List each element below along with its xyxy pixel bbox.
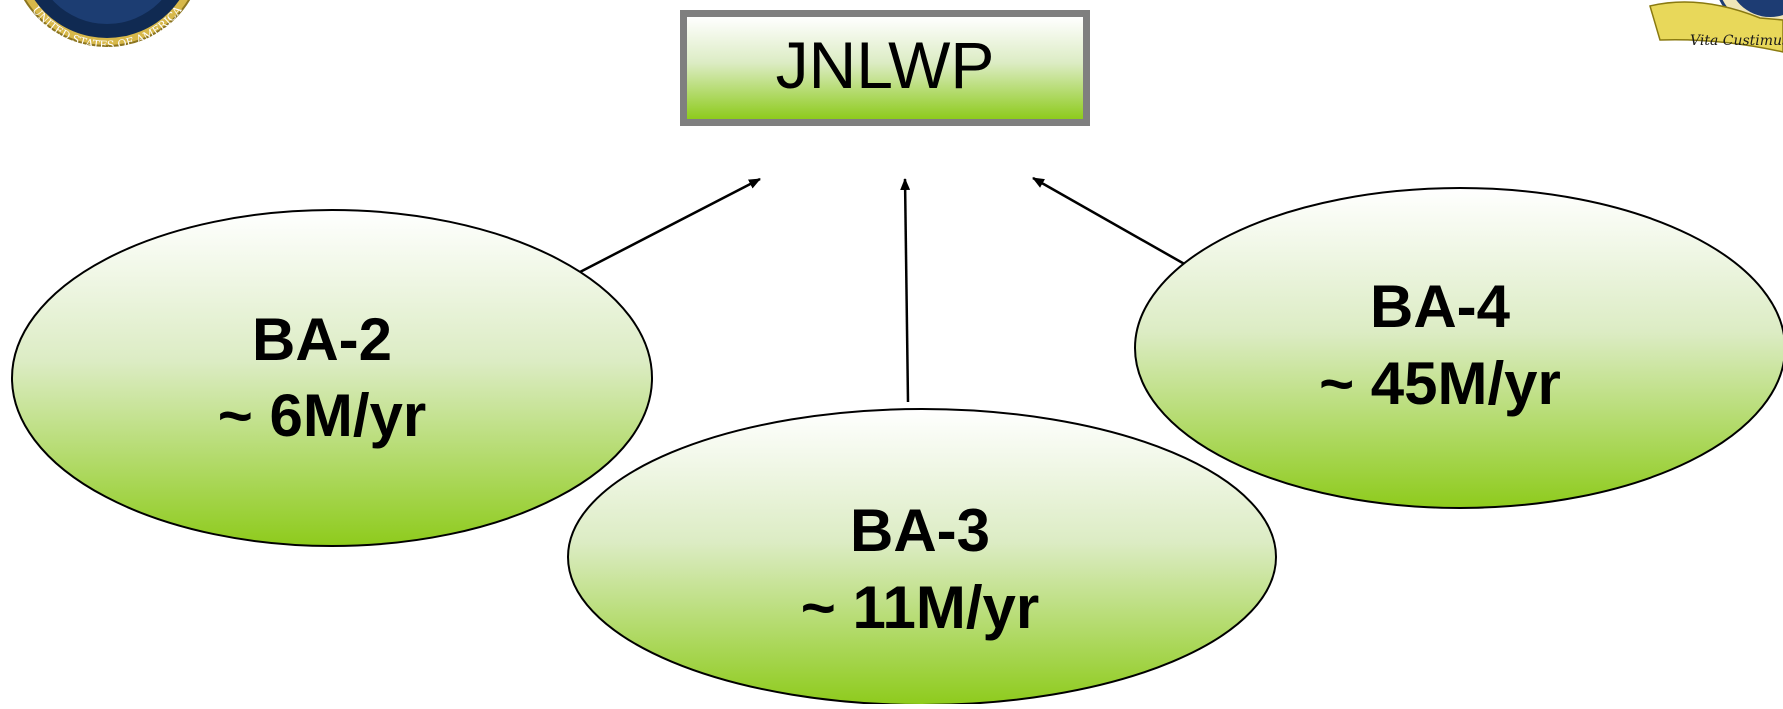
node-ba2-amount: ~ 6M/yr: [218, 382, 426, 449]
node-ba4-shape: [1134, 187, 1783, 509]
right-seal-logo: Vita Custimus: [1649, 0, 1783, 53]
arrow-ba4-to-title: [1032, 176, 1189, 268]
left-seal-logo: UNITED STATES OF AMERICA: [23, 0, 191, 52]
node-ba4: BA-4 ~ 45M/yr: [1134, 187, 1783, 509]
arrow-ba2-to-title: [579, 177, 761, 274]
node-ba2-name: BA-2: [252, 306, 392, 373]
node-ba4-name: BA-4: [1370, 273, 1511, 340]
node-ba2: BA-2 ~ 6M/yr: [11, 209, 653, 547]
node-ba4-amount: ~ 45M/yr: [1319, 350, 1561, 417]
arrows: [579, 176, 1189, 403]
title-box: JNLWP: [680, 10, 1090, 126]
diagram-title: JNLWP: [775, 28, 995, 102]
arrow-ba3-to-title: [900, 178, 911, 403]
node-ba3: BA-3 ~ 11M/yr: [567, 408, 1277, 706]
node-ba3-name: BA-3: [850, 497, 990, 564]
node-ba2-shape: [11, 209, 653, 547]
svg-text:Vita Custimus: Vita Custimus: [1690, 33, 1783, 49]
node-ba3-amount: ~ 11M/yr: [801, 574, 1040, 641]
